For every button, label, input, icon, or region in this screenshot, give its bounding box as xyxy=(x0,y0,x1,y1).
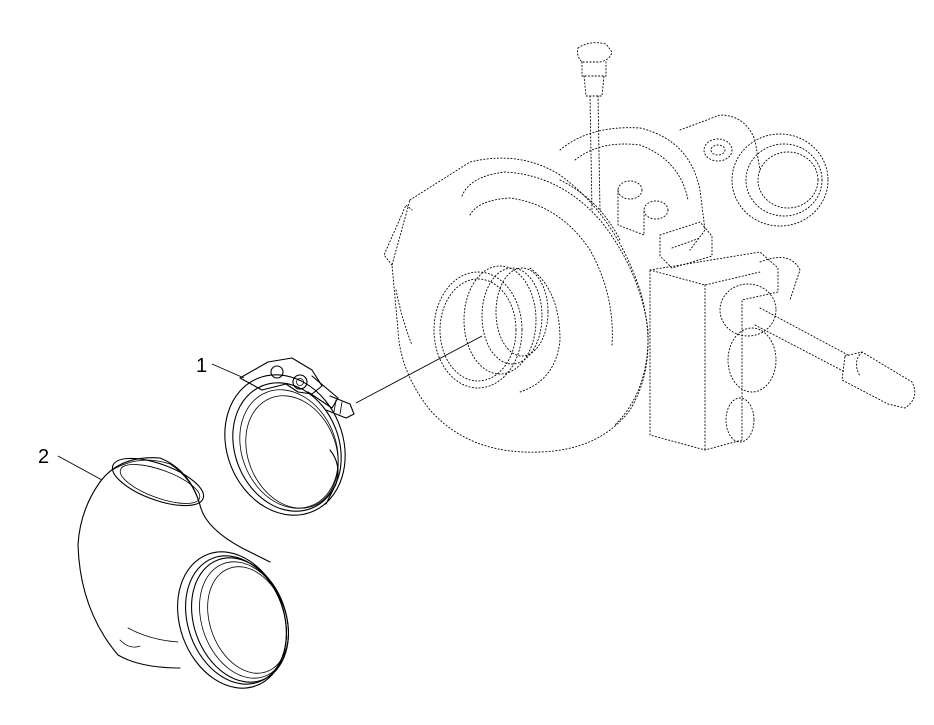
compressor-housing xyxy=(383,157,649,453)
v-band-clamp xyxy=(224,357,355,516)
actuator-rod-right xyxy=(754,307,916,409)
callout-2: 2 xyxy=(38,446,49,468)
elbow-hose xyxy=(77,457,290,689)
callout-1: 1 xyxy=(196,355,207,377)
callout-1-leader xyxy=(211,363,245,379)
turbine-housing xyxy=(559,114,829,451)
turbocharger-assembly xyxy=(383,42,916,453)
callout-2-leader xyxy=(57,455,103,481)
assembly-line xyxy=(355,335,483,404)
actuator-rod-top xyxy=(577,42,613,211)
